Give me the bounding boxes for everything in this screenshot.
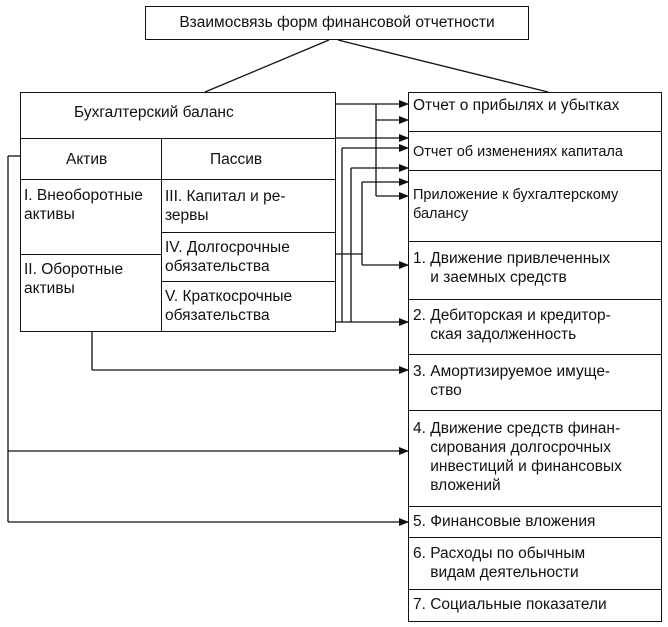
passive-section-3-cell (161, 179, 336, 233)
appendix-section-4 (408, 410, 662, 507)
appendix-section-6-label: 6. Расходы по обычным видам деятельности (413, 545, 586, 581)
appendix-section-3 (408, 354, 662, 411)
appendix-section-3-label: 3. Амортизируемое имуще- ство (413, 363, 611, 399)
passive-section-4: IV. Долгосрочные обязательства (165, 239, 290, 275)
diagram-title-box: Взаимосвязь форм финансовой отчетности (145, 6, 529, 40)
report-income-label: Отчет о прибылях и убытках (413, 97, 620, 114)
passive-header-cell (161, 138, 336, 180)
appendix-section-5-label: 5. Финансовые вложения (413, 513, 596, 530)
active-section-1: I. Внеоборотные активы (24, 187, 143, 223)
appendix-section-6 (408, 537, 662, 590)
passive-section-4-cell (161, 232, 336, 282)
active-header: Актив (66, 151, 108, 168)
appendix-section-7 (408, 589, 662, 622)
appendix-section-4-label: 4. Движение средств финан- сирования дол… (413, 420, 622, 494)
appendix-section-7-label: 7. Социальные показатели (413, 596, 607, 613)
balance-header: Бухгалтерский баланс (74, 104, 234, 121)
appendix-section-2-label: 2. Дебиторская и кредитор- ская задолжен… (413, 307, 611, 343)
report-appendix-label: Приложение к бухгалтерскому балансу (413, 187, 619, 222)
passive-section-3: III. Капитал и ре- зервы (165, 188, 286, 224)
passive-section-5-cell (161, 281, 336, 332)
diagram-title: Взаимосвязь форм финансовой отчетности (179, 14, 495, 31)
appendix-section-1-label: 1. Движение привлеченных и заемных средс… (413, 250, 611, 286)
report-capital-label: Отчет об изменениях капитала (413, 144, 623, 160)
active-section-2-cell (20, 254, 162, 332)
active-section-2: II. Оборотные активы (24, 261, 124, 297)
passive-header: Пассив (210, 151, 263, 168)
passive-section-5: V. Краткосрочные обязательства (165, 288, 293, 324)
appendix-section-1 (408, 241, 662, 300)
